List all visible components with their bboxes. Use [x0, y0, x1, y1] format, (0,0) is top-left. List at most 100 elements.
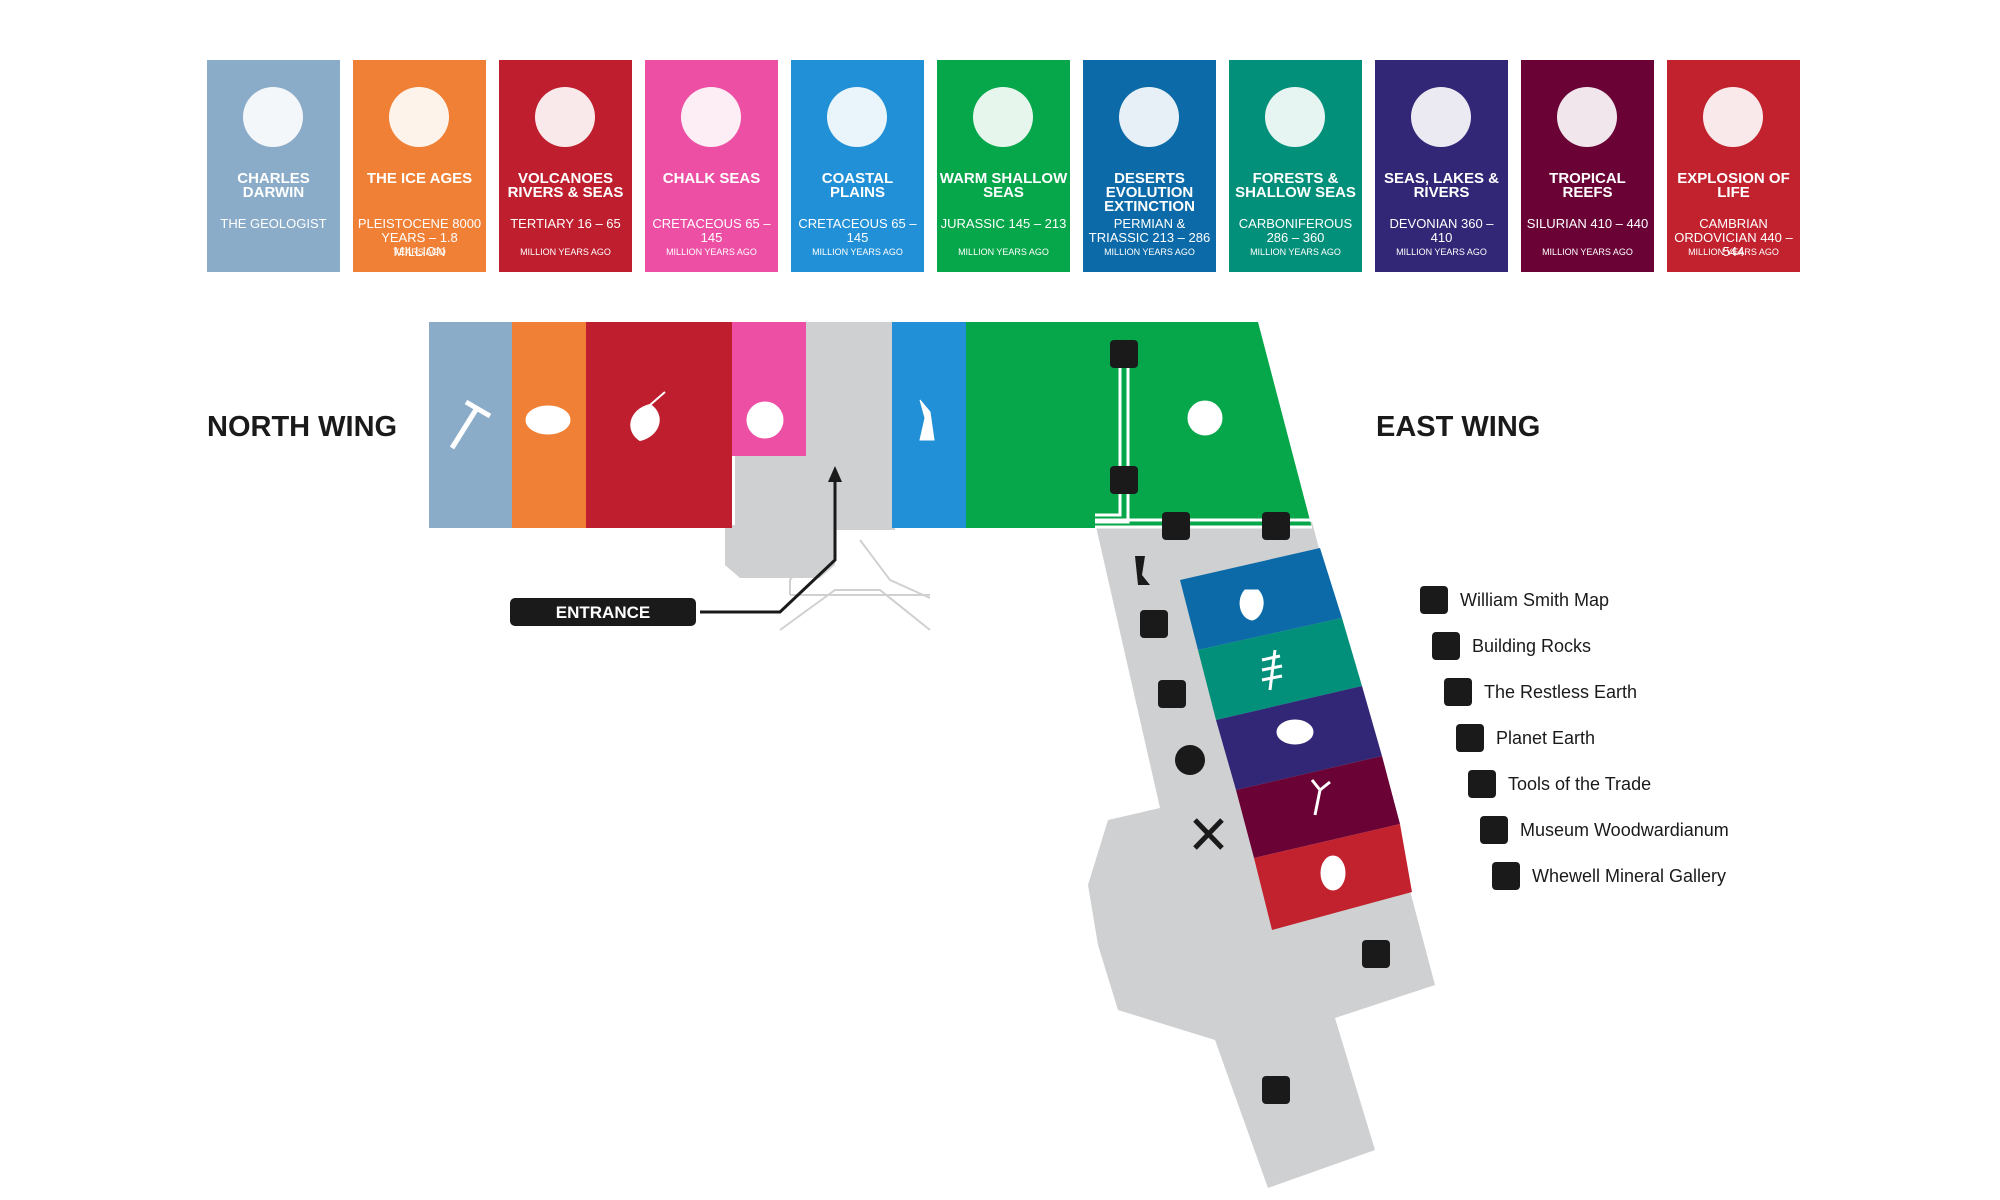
east-wing-label: EAST WING — [1376, 411, 1540, 443]
key-item-label: The Restless Earth — [1484, 681, 1638, 702]
period-tile-period: CARBONIFEROUS 286 – 360 — [1238, 216, 1353, 245]
key-item-4[interactable]: Tools of the Trade — [1468, 769, 1651, 799]
period-tile-title: DESERTS EVOLUTION EXTINCTION — [1104, 170, 1195, 215]
north-wing-label: NORTH WING — [207, 411, 397, 443]
period-tile-period: PLEISTOCENE 8000 YEARS – 1.8 MILLION — [357, 216, 482, 259]
key-item-3[interactable]: Planet Earth — [1456, 723, 1595, 753]
key-item-1[interactable]: Building Rocks — [1432, 631, 1591, 661]
entrance-label-box[interactable] — [510, 598, 696, 626]
map-crossed-hammers-icon — [1193, 818, 1224, 850]
hammer-icon — [243, 87, 303, 147]
period-tile-title: COASTAL PLAINS — [821, 170, 894, 201]
trilobite-icon — [1703, 87, 1763, 147]
key-item-0[interactable]: William Smith Map — [1420, 585, 1609, 615]
period-tile-title: SEAS, LAKES & RIVERS — [1383, 170, 1500, 201]
map-ammonite-icon — [1187, 400, 1223, 436]
period-tile-period: CAMBRIAN ORDOVICIAN 440 – 544 — [1674, 216, 1793, 259]
map-building-rocks-icon — [1140, 610, 1168, 638]
map-quill-icon — [1362, 940, 1390, 968]
building-rocks-icon — [1432, 632, 1460, 660]
period-tile-period: CRETACEOUS 65 – 145 — [652, 216, 771, 245]
period-tile-period: TERTIARY 16 – 65 — [510, 216, 621, 231]
gallery-volcanoes — [586, 322, 732, 528]
key-item-2[interactable]: The Restless Earth — [1444, 677, 1637, 707]
period-tile-title: WARM SHALLOW SEAS — [939, 170, 1068, 201]
map-gem-icon — [1262, 1076, 1290, 1104]
period-tile-ago: MILLION YEARS AGO — [1250, 247, 1341, 257]
entrance-route-line — [700, 475, 837, 614]
leaf-icon — [535, 87, 595, 147]
map-exit-icon-2 — [1162, 512, 1190, 540]
period-tile-ago: MILLION YEARS AGO — [1104, 247, 1195, 257]
fern-icon — [1265, 87, 1325, 147]
sea-urchin-icon — [681, 87, 741, 147]
footprint-icon — [1119, 87, 1179, 147]
key-item-label: Whewell Mineral Gallery — [1532, 865, 1727, 886]
map-exit-icon — [1110, 466, 1138, 494]
iguanodon-icon — [827, 87, 887, 147]
period-tile-7[interactable]: FORESTS & SHALLOW SEAS CARBONIFEROUS 286 … — [1229, 60, 1362, 272]
map-crinoid-icon — [1310, 779, 1331, 816]
period-tile-title: EXPLOSION OF LIFE — [1677, 170, 1790, 201]
period-tile-ago: MILLION YEARS AGO — [666, 247, 757, 257]
map-fern-icon — [1261, 649, 1283, 691]
period-tile-period: CRETACEOUS 65 – 145 — [798, 216, 917, 245]
quill-icon — [1480, 816, 1508, 844]
gallery-warm-shallow-seas — [966, 322, 1312, 528]
key-item-label: Museum Woodwardianum — [1520, 819, 1729, 840]
globe-icon — [1456, 724, 1484, 752]
volcano-icon — [1444, 678, 1472, 706]
period-tile-period: PERMIAN & TRIASSIC 213 – 286 — [1088, 216, 1211, 245]
period-tile-ago: YEARS AGO — [393, 247, 446, 257]
gallery-charles-darwin — [429, 322, 512, 528]
period-tile-title: TROPICAL REEFS — [1549, 170, 1626, 201]
period-tile-ago: MILLION YEARS AGO — [520, 247, 611, 257]
period-tile-10[interactable]: EXPLOSION OF LIFE CAMBRIAN ORDOVICIAN 440… — [1667, 60, 1800, 272]
key-item-6[interactable]: Whewell Mineral Gallery — [1492, 861, 1726, 891]
map-facility-icons[interactable] — [1110, 340, 1390, 1104]
entrance-arrow — [828, 466, 842, 482]
map-hammer-icon — [449, 399, 492, 450]
period-tile-ago: MILLION YEARS AGO — [812, 247, 903, 257]
mammoth-icon — [389, 87, 449, 147]
map-urchin-icon — [746, 401, 784, 439]
period-tile-ago: MILLION YEARS AGO — [958, 247, 1049, 257]
period-tile-title: CHALK SEAS — [662, 170, 761, 187]
ammonite-icon — [973, 87, 1033, 147]
key-item-5[interactable]: Museum Woodwardianum — [1480, 815, 1729, 845]
map-globe-icon — [1175, 745, 1205, 775]
map-iguanodon-icon — [919, 399, 935, 441]
entrance-approach — [779, 539, 931, 631]
north-lobby — [725, 525, 835, 578]
period-tile-period: JURASSIC 145 – 213 — [940, 216, 1067, 231]
entrance-label: ENTRANCE — [556, 603, 650, 622]
key-item-label: Building Rocks — [1472, 635, 1592, 656]
crinoid-icon — [1557, 87, 1617, 147]
map-britain-map-icon — [1135, 556, 1150, 585]
key-item-label: Planet Earth — [1496, 727, 1596, 748]
period-tile-period: SILURIAN 410 – 440 — [1526, 216, 1649, 231]
map-leaf-icon — [630, 391, 666, 442]
map-trilobite-icon — [1320, 855, 1346, 891]
map-volcano-icon — [1158, 680, 1186, 708]
fish-icon — [1411, 87, 1471, 147]
map-mammoth-icon — [525, 405, 571, 435]
map-accessible-icon-2 — [1262, 512, 1290, 540]
map-footprint-icon — [1239, 589, 1264, 621]
gallery-forests — [1198, 618, 1362, 720]
period-tile-title: FORESTS & SHALLOW SEAS — [1235, 170, 1356, 201]
britain-map-icon — [1420, 586, 1448, 614]
